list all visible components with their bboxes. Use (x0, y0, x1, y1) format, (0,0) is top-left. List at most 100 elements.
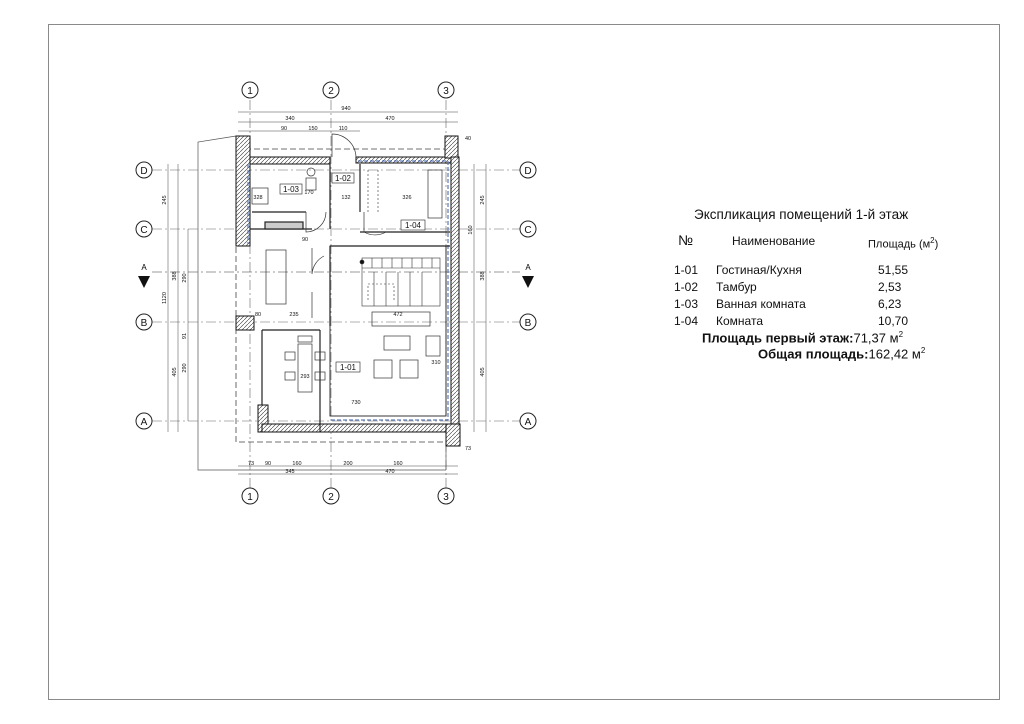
axis-label-3-bottom: 3 (443, 492, 449, 503)
insulation-line (247, 160, 449, 421)
row-area: 2,53 (878, 280, 902, 294)
table-row: 1-04 Комната 10,70 (672, 314, 972, 331)
dim-int-293: 293 (300, 374, 309, 380)
axis-label-c-right: C (524, 225, 531, 236)
site-outline (197, 135, 447, 471)
dim-int-328: 328 (253, 195, 262, 201)
dim-int-132: 132 (341, 195, 350, 201)
axis-label-d-left: D (140, 166, 147, 177)
dim-left-245: 245 (162, 195, 168, 204)
dim-int-310: 310 (431, 360, 440, 366)
section-mark-right: A (522, 263, 534, 288)
axis-label-1-bottom: 1 (247, 492, 253, 503)
col-header-name: Наименование (732, 234, 816, 248)
staircase (361, 170, 441, 307)
dim-left-1120: 1120 (162, 292, 168, 304)
dim-top-right: 40 (465, 136, 471, 142)
furniture (251, 167, 443, 393)
dim-int-730: 730 (351, 400, 360, 406)
row-name: Комната (716, 314, 763, 328)
row-number: 1-04 (674, 314, 699, 328)
dim-bottom-left: 73 (248, 461, 254, 467)
total-floor-sup: 2 (898, 330, 904, 339)
col-header-number: № (678, 232, 694, 248)
dim-int-235: 235 (289, 312, 298, 318)
total-floor-area: Площадь первый этаж:71,37 м2 (702, 330, 903, 345)
foundation-outline (235, 148, 455, 443)
room-tag-1-01: 1-01 (340, 363, 357, 372)
row-number: 1-03 (674, 297, 699, 311)
dim-right-405: 405 (480, 367, 486, 376)
dim-bottom-1: 90 (265, 461, 271, 467)
room-tag-box-1-03 (279, 183, 303, 195)
col-header-area-sup: 2 (930, 236, 935, 245)
total-all-value: 162,42 м (868, 346, 921, 362)
dim-bottom-4: 160 (393, 461, 402, 467)
section-mark-left: A (138, 263, 150, 288)
dim-bottom-3: 200 (343, 461, 352, 467)
total-all-area: Общая площадь:162,42 м2 (758, 346, 925, 361)
dim-top-1: 340 (285, 116, 294, 122)
dim-left-405: 405 (172, 367, 178, 376)
dim-bottom-2: 160 (292, 461, 301, 467)
dim-top-small-3: 110 (339, 126, 348, 132)
total-all-label: Общая площадь: (758, 346, 869, 362)
dim-top-2: 470 (385, 116, 394, 122)
axis-bubbles-bottom (241, 487, 455, 505)
section-mark-right-label: A (525, 263, 531, 272)
dim-top-small-1: 90 (281, 126, 287, 132)
total-floor-label: Площадь первый этаж: (702, 330, 854, 346)
axis-label-3-top: 3 (443, 86, 449, 97)
axis-label-b-right: B (525, 318, 532, 329)
explication-rows: 1-01 Гостиная/Кухня 51,55 1-02 Тамбур 2,… (672, 263, 972, 331)
dim-int-472: 472 (393, 312, 402, 318)
room-tag-box-1-01 (335, 361, 361, 373)
room-tag-box-1-04 (400, 219, 426, 231)
row-name: Ванная комната (716, 297, 806, 311)
dim-bottom-total-1: 345 (285, 469, 294, 475)
row-area: 10,70 (878, 314, 909, 328)
col-header-area-end: ) (934, 238, 939, 251)
row-number: 1-02 (674, 280, 699, 294)
section-mark-left-label: A (141, 263, 147, 272)
table-row: 1-02 Тамбур 2,53 (672, 280, 972, 297)
sheet-frame (48, 24, 1000, 700)
interior-walls (250, 164, 450, 424)
room-tag-box-1-02 (331, 172, 355, 184)
dim-int-326: 326 (402, 195, 411, 201)
axis-label-b-left: B (141, 318, 148, 329)
dim-right-388: 388 (480, 271, 486, 280)
explication-title: Экспликация помещений 1-й этаж (694, 207, 909, 222)
room-tag-1-02: 1-02 (335, 174, 352, 183)
room-tag-1-04: 1-04 (405, 221, 422, 230)
total-floor-value: 71,37 м (853, 330, 899, 346)
row-number: 1-01 (674, 263, 699, 277)
room-tag-1-03: 1-03 (283, 185, 300, 194)
dim-int-90: 90 (302, 237, 308, 243)
dim-left-388: 388 (172, 271, 178, 280)
col-header-area: Площадь (м2) (868, 236, 938, 251)
dim-left-290-b: 290 (182, 363, 188, 372)
axis-label-1-top: 1 (247, 86, 253, 97)
axis-label-c-left: C (140, 225, 147, 236)
dim-int-170: 170 (304, 190, 313, 196)
col-header-area-text: Площадь (м (868, 238, 931, 251)
total-all-sup: 2 (920, 346, 926, 355)
dimension-lines (167, 111, 487, 475)
dim-left-91: 91 (182, 333, 188, 339)
axis-label-2-top: 2 (328, 86, 334, 97)
dim-bottom-right: 73 (465, 446, 471, 452)
axis-bubbles-side (135, 161, 537, 430)
dim-bottom-total-2: 470 (385, 469, 394, 475)
axis-label-a-right: A (525, 417, 532, 428)
doors (305, 133, 387, 318)
axis-bubbles-top (241, 81, 455, 99)
row-area: 51,55 (878, 263, 909, 277)
row-name: Тамбур (716, 280, 757, 294)
dim-left-290-a: 290 (182, 273, 188, 282)
axis-label-d-right: D (524, 166, 531, 177)
axis-label-a-left: A (141, 417, 148, 428)
dim-int-80: 80 (255, 312, 261, 318)
